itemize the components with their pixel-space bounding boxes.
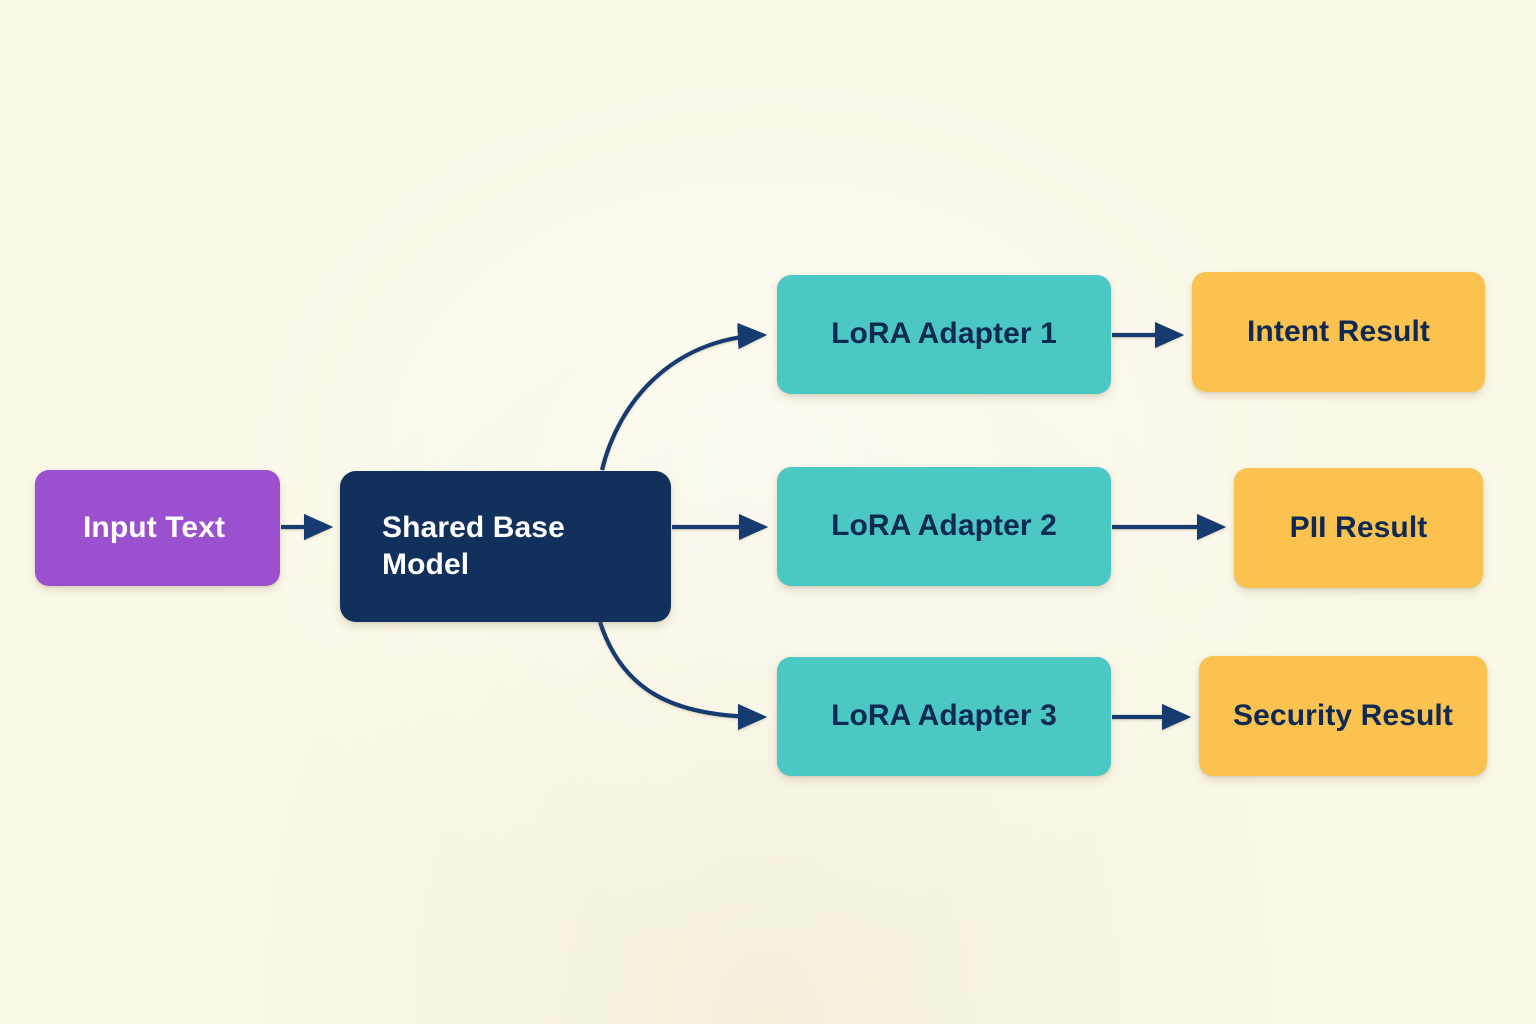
node-lora-adapter-3-label: LoRA Adapter 3 — [831, 699, 1057, 733]
node-input-text-label: Input Text — [83, 510, 226, 544]
node-shared-base-model-line-2: Model — [382, 547, 470, 581]
edge-base-to-adapter-1 — [599, 322, 768, 471]
edge-base-to-adapter-3 — [598, 621, 768, 731]
node-shared-base-model-label: Shared Base Model — [382, 510, 671, 583]
node-intent-result[interactable]: Intent Result — [1192, 272, 1485, 392]
node-shared-base-model[interactable]: Shared Base Model — [340, 471, 671, 622]
node-lora-adapter-2-label: LoRA Adapter 2 — [831, 509, 1057, 543]
node-pii-result-label: PII Result — [1289, 510, 1428, 544]
node-lora-adapter-2[interactable]: LoRA Adapter 2 — [777, 467, 1111, 586]
node-lora-adapter-1-label: LoRA Adapter 1 — [831, 317, 1057, 351]
node-input-text[interactable]: Input Text — [35, 470, 280, 586]
node-lora-adapter-1[interactable]: LoRA Adapter 1 — [777, 275, 1111, 394]
node-security-result[interactable]: Security Result — [1199, 656, 1487, 776]
node-pii-result[interactable]: PII Result — [1234, 468, 1483, 588]
node-lora-adapter-3[interactable]: LoRA Adapter 3 — [777, 657, 1111, 776]
node-shared-base-model-line-1: Shared Base — [382, 510, 565, 544]
node-security-result-label: Security Result — [1233, 698, 1453, 732]
node-intent-result-label: Intent Result — [1247, 314, 1430, 348]
